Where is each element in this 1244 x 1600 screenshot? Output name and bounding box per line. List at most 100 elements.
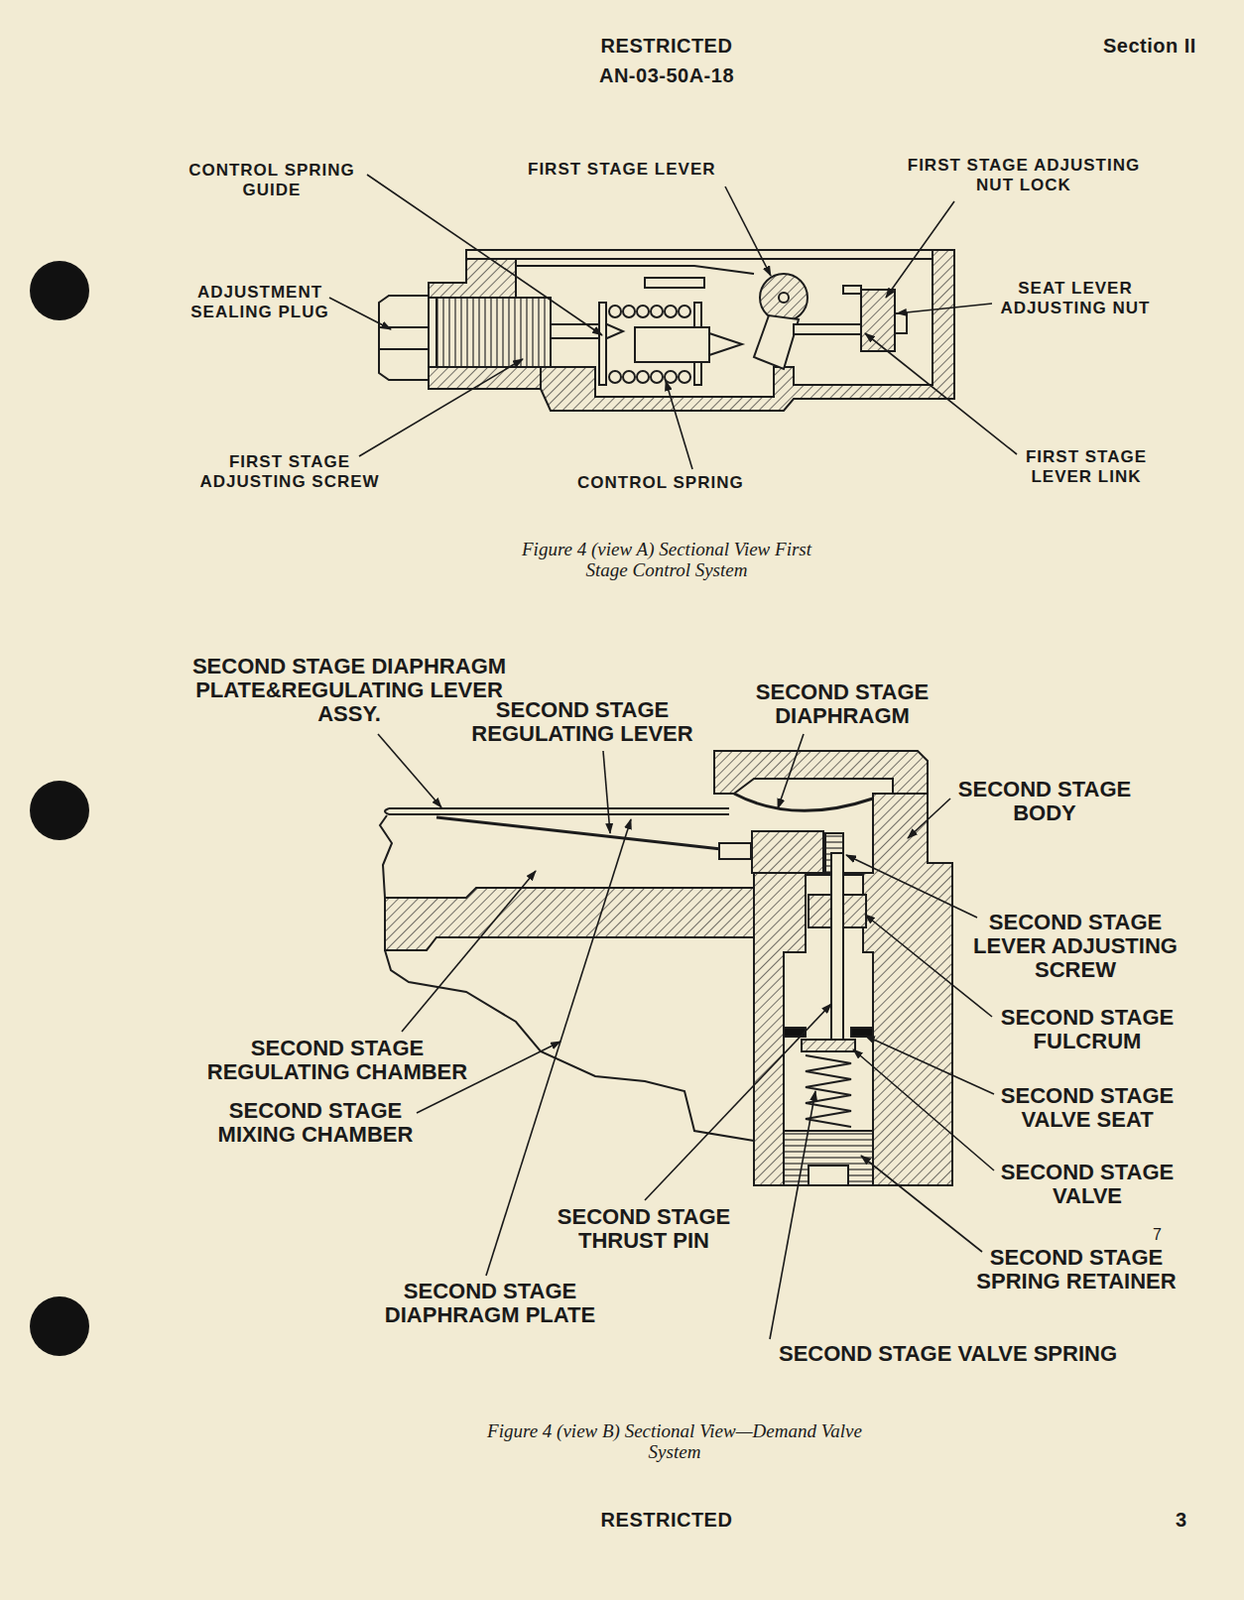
leader-lines-part <box>777 734 804 809</box>
first-stage-section-part <box>664 305 677 318</box>
first-stage-section-part <box>678 305 691 318</box>
demand-valve-section-part <box>388 808 730 815</box>
leader-lines-part <box>861 1155 983 1252</box>
first-stage-section-part <box>861 289 895 352</box>
leader-lines-part <box>377 734 442 808</box>
part-label: SECOND STAGE FULCRUM <box>978 1005 1197 1054</box>
leader-lines-part <box>644 1003 832 1201</box>
first-stage-section-part <box>515 265 754 274</box>
demand-valve-section-part <box>751 831 824 873</box>
first-stage-section-part <box>550 324 623 339</box>
figure-caption: Figure 4 (view B) Sectional View—Demand … <box>466 1420 883 1463</box>
first-stage-section-part <box>753 315 799 370</box>
first-stage-section-part <box>599 302 607 385</box>
demand-valve-section-part <box>783 1130 873 1186</box>
binder-holes-part <box>29 260 90 321</box>
part-label: SECOND STAGE LEVER ADJUSTING SCREW <box>956 910 1195 983</box>
leader-lines-part <box>853 1049 995 1171</box>
demand-valve-section-part <box>379 815 392 898</box>
first-stage-section-part <box>650 305 663 318</box>
section-heading: Section II <box>1103 33 1197 58</box>
demand-valve-section-part <box>801 1039 856 1052</box>
demand-valve-section-part <box>851 1027 873 1037</box>
binder-holes-part <box>29 1296 90 1357</box>
part-label: SECOND STAGE THRUST PIN <box>534 1205 753 1253</box>
leader-lines-part <box>725 186 771 276</box>
first-stage-section-part <box>428 258 516 298</box>
first-stage-section-part <box>793 324 864 335</box>
leader-lines-part <box>865 914 993 1017</box>
demand-valve-section-part <box>384 950 754 1141</box>
part-label: SECOND STAGE VALVE SEAT <box>968 1084 1207 1132</box>
part-label: SECOND STAGE VALVE <box>978 1160 1197 1209</box>
leader-lines-part <box>329 297 391 330</box>
first-stage-section-part <box>759 273 808 322</box>
leader-lines-part <box>665 380 693 470</box>
first-stage-section-part <box>436 297 551 368</box>
part-label: SEAT LEVER ADJUSTING NUT <box>986 278 1165 319</box>
part-label: SECOND STAGE DIAPHRAGM PLATE&REGULATING … <box>178 654 521 727</box>
part-label: SECOND STAGE SPRING RETAINER <box>957 1245 1196 1294</box>
first-stage-section-part <box>378 295 429 380</box>
first-stage-section-part <box>709 333 743 356</box>
leader-lines-part <box>401 870 536 1032</box>
security-marking: RESTRICTED <box>517 1507 816 1532</box>
first-stage-section-part <box>609 371 622 383</box>
demand-valve-section-part <box>719 843 751 860</box>
first-stage-section-part <box>634 327 710 363</box>
part-label: CONTROL SPRING <box>577 473 745 494</box>
first-stage-section-part <box>540 249 955 411</box>
page-number: 3 <box>1175 1507 1188 1532</box>
first-stage-section-part <box>894 313 907 334</box>
stray-mark: 7 <box>1152 1226 1162 1244</box>
part-label: SECOND STAGE DIAPHRAGM <box>733 680 952 729</box>
demand-valve-section-part <box>436 817 740 852</box>
leader-lines-part <box>885 201 955 298</box>
binder-holes-part <box>29 780 90 841</box>
first-stage-section-part <box>678 371 691 383</box>
leader-lines-part <box>907 798 951 839</box>
first-stage-section-part <box>843 285 862 294</box>
first-stage-section-part <box>778 292 789 303</box>
first-stage-section-part <box>428 367 541 389</box>
leader-lines <box>329 174 1017 1340</box>
demand-valve-section <box>379 750 953 1186</box>
binder-holes <box>29 260 90 1357</box>
demand-valve-section-part <box>734 793 873 811</box>
first-stage-section-part <box>466 249 955 259</box>
demand-valve-section-part <box>714 750 928 794</box>
document-number: AN-03-50A-18 <box>517 63 816 88</box>
part-label: FIRST STAGE ADJUSTING NUT LOCK <box>899 155 1148 196</box>
part-label: SECOND STAGE DIAPHRAGM PLATE <box>366 1279 615 1328</box>
security-marking: RESTRICTED <box>517 33 816 58</box>
demand-valve-section-part <box>831 853 844 1040</box>
leader-lines-part <box>896 303 993 314</box>
part-label: ADJUSTMENT SEALING PLUG <box>178 282 343 323</box>
first-stage-section-part <box>644 277 705 288</box>
leader-lines-part <box>603 750 611 834</box>
part-label: CONTROL SPRING GUIDE <box>180 160 365 201</box>
first-stage-section-part <box>650 371 663 383</box>
demand-valve-section-part <box>808 1165 849 1186</box>
first-stage-section-part <box>636 371 649 383</box>
part-label: SECOND STAGE MIXING CHAMBER <box>196 1099 435 1147</box>
leader-lines-part <box>865 333 1017 455</box>
part-label: SECOND STAGE VALVE SPRING <box>778 1342 1118 1367</box>
first-stage-section-part <box>622 371 635 383</box>
figure-caption: Figure 4 (view A) Sectional View First S… <box>517 538 816 581</box>
leader-lines-part <box>367 174 603 336</box>
first-stage-section-part <box>609 305 622 318</box>
demand-valve-section-part <box>384 808 389 815</box>
first-stage-section-part <box>622 305 635 318</box>
part-label: SECOND STAGE REGULATING CHAMBER <box>193 1036 482 1085</box>
part-label: SECOND STAGE BODY <box>935 777 1154 826</box>
first-stage-section-part <box>378 348 429 351</box>
leader-lines-part <box>359 359 523 457</box>
part-label: FIRST STAGE LEVER LINK <box>1006 447 1166 488</box>
part-label: FIRST STAGE ADJUSTING SCREW <box>183 452 397 493</box>
demand-valve-section-part <box>384 887 754 951</box>
first-stage-section-part <box>636 305 649 318</box>
leader-lines-part <box>769 1091 816 1340</box>
leader-lines-part <box>865 1035 995 1095</box>
